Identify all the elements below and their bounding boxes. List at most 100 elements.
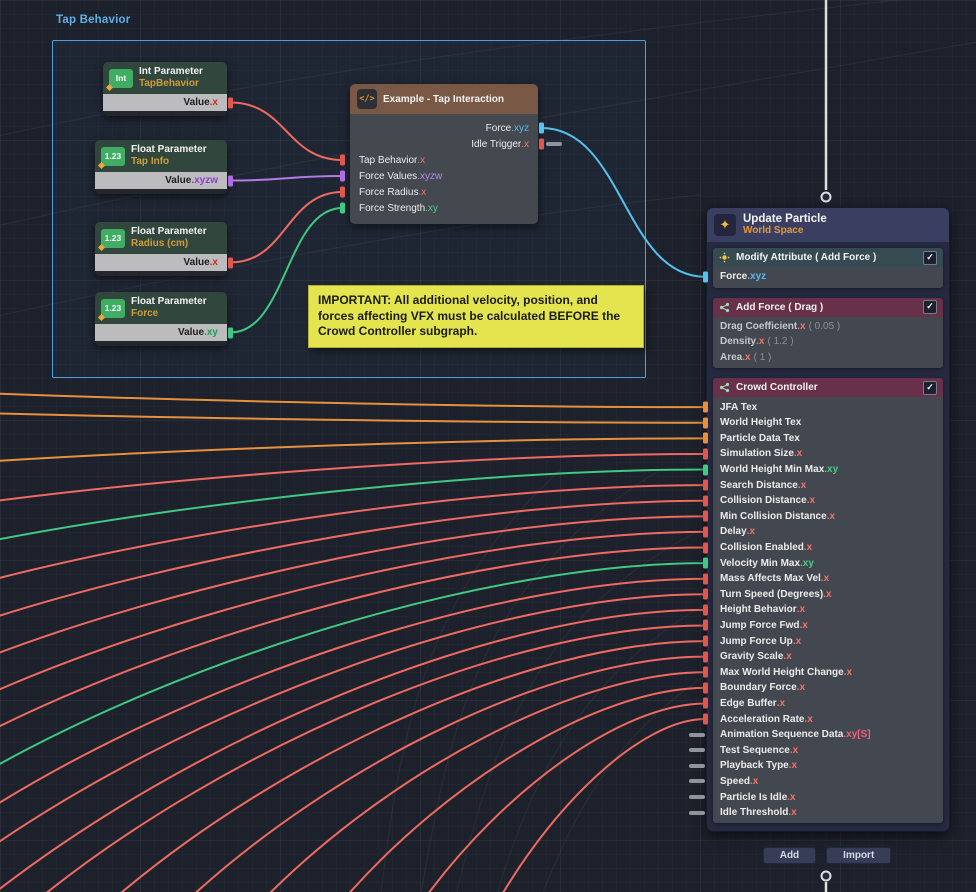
update-particle-context[interactable]: ✦ Update Particle World Space Modify Att… (689, 207, 950, 833)
output-port[interactable] (539, 122, 544, 134)
input-port[interactable] (703, 557, 708, 569)
input-row[interactable]: Force Values.xyzw (340, 168, 538, 184)
input-port[interactable] (703, 417, 708, 429)
input-port[interactable] (703, 432, 708, 444)
import-button[interactable]: Import (826, 847, 892, 864)
block-row[interactable]: Simulation Size.x (703, 446, 943, 462)
block-row[interactable]: Mass Affects Max Vel.x (703, 571, 943, 587)
connection-wire[interactable] (500, 718, 706, 892)
block-add-force-drag[interactable]: Add Force ( Drag )✓Drag Coefficient.x( 0… (713, 297, 943, 369)
block-modify-attribute-add-force[interactable]: Modify Attribute ( Add Force )✓ Force.xyz (703, 248, 943, 288)
sticky-note[interactable]: IMPORTANT: All additional velocity, posi… (308, 285, 644, 348)
param-header[interactable]: 1.23 Float Parameter Tap Info (95, 140, 227, 172)
block-header[interactable]: Modify Attribute ( Add Force )✓ (713, 248, 943, 267)
input-port[interactable] (703, 651, 708, 663)
input-port[interactable] (703, 666, 708, 678)
connection-wire[interactable] (0, 577, 706, 815)
block-row[interactable]: Particle Is Idle.x (689, 789, 943, 805)
param-node-tapbehavior[interactable]: Int Int Parameter TapBehavior Value.x (103, 62, 233, 116)
block-row[interactable]: Collision Distance.x (703, 493, 943, 509)
flow-anchor[interactable] (820, 870, 832, 882)
output-port[interactable] (228, 327, 233, 338)
block-row[interactable]: Jump Force Up.x (703, 633, 943, 649)
connection-wire[interactable] (425, 702, 706, 892)
output-port[interactable] (228, 97, 233, 108)
input-port[interactable] (703, 526, 708, 538)
block-row[interactable]: World Height Tex (703, 415, 943, 431)
input-port[interactable] (703, 479, 708, 491)
connection-wire[interactable] (0, 452, 706, 503)
output-row[interactable]: Idle Trigger.x (350, 136, 562, 152)
connection-wire[interactable] (0, 562, 706, 775)
connection-wire[interactable] (0, 546, 706, 736)
add-block-button[interactable]: Add (762, 847, 817, 864)
input-row[interactable]: Tap Behavior.x (340, 152, 538, 168)
example-node-header[interactable]: </> Example - Tap Interaction (350, 84, 538, 114)
param-node-radius[interactable]: 1.23 Float Parameter Radius (cm) Value.x (95, 222, 233, 276)
block-row[interactable]: Max World Height Change.x (703, 664, 943, 680)
input-port[interactable] (703, 542, 708, 554)
block-row[interactable]: Speed.x (689, 774, 943, 790)
input-port[interactable] (703, 604, 708, 616)
block-header[interactable]: Crowd Controller✓ (713, 378, 943, 398)
input-port[interactable] (703, 697, 708, 709)
param-header[interactable]: 1.23 Float Parameter Radius (cm) (95, 222, 227, 254)
connection-wire[interactable] (0, 530, 706, 698)
output-port[interactable] (228, 257, 233, 268)
block-enabled-checkbox[interactable]: ✓ (923, 300, 937, 315)
block-row[interactable]: Min Collision Distance.x (703, 509, 943, 525)
connection-wire[interactable] (0, 608, 706, 892)
block-row[interactable]: Edge Buffer.x (703, 696, 943, 712)
connection-wire[interactable] (0, 499, 706, 622)
connection-wire[interactable] (265, 671, 706, 892)
context-space-label[interactable]: World Space (743, 225, 804, 236)
connection-wire[interactable] (0, 484, 706, 583)
param-header[interactable]: 1.23 Float Parameter Force (95, 292, 227, 324)
block-row[interactable]: Test Sequence.x (689, 742, 943, 758)
block-row[interactable]: Velocity Min Max.xy (703, 555, 943, 571)
input-port[interactable] (703, 510, 708, 522)
input-port[interactable] (703, 495, 708, 507)
input-port[interactable] (703, 448, 708, 460)
connection-wire[interactable] (190, 655, 706, 892)
output-row[interactable]: Force.xyz (350, 120, 544, 136)
flow-anchor[interactable] (820, 191, 832, 203)
block-row[interactable]: Density.x( 1.2 ) (713, 334, 943, 350)
block-row[interactable]: Height Behavior.x (703, 602, 943, 618)
connection-wire[interactable] (0, 392, 706, 409)
connection-wire[interactable] (40, 624, 706, 892)
output-port[interactable] (228, 175, 233, 186)
input-port[interactable] (703, 271, 708, 283)
input-port[interactable] (703, 588, 708, 600)
block-row[interactable]: Search Distance.x (703, 477, 943, 493)
block-row[interactable]: Acceleration Rate.x (703, 711, 943, 727)
block-enabled-checkbox[interactable]: ✓ (923, 250, 937, 265)
block-row[interactable]: Collision Enabled.x (703, 540, 943, 556)
input-port[interactable] (703, 573, 708, 585)
block-row[interactable]: Boundary Force.x (703, 680, 943, 696)
output-port[interactable] (539, 138, 544, 150)
connection-wire[interactable] (0, 515, 706, 660)
block-enabled-checkbox[interactable]: ✓ (923, 380, 937, 395)
block-row[interactable]: World Height Min Max.xy (703, 462, 943, 478)
connection-wire[interactable] (345, 686, 706, 892)
param-header[interactable]: Int Int Parameter TapBehavior (103, 62, 227, 94)
input-port[interactable] (340, 154, 345, 166)
input-port[interactable] (340, 202, 345, 214)
input-row[interactable]: Force Strength.xy (340, 200, 538, 216)
block-row[interactable]: Gravity Scale.x (703, 649, 943, 665)
input-port[interactable] (703, 635, 708, 647)
block-row[interactable]: JFA Tex (703, 399, 943, 415)
block-row[interactable]: Jump Force Fwd.x (703, 618, 943, 634)
block-row[interactable]: Particle Data Tex (703, 431, 943, 447)
connection-wire[interactable] (115, 640, 706, 892)
input-port[interactable] (703, 619, 708, 631)
block-row[interactable]: Drag Coefficient.x( 0.05 ) (713, 319, 943, 335)
block-row[interactable]: Force.xyz (703, 269, 943, 285)
input-port[interactable] (703, 401, 708, 413)
param-node-force[interactable]: 1.23 Float Parameter Force Value.xy (95, 292, 233, 346)
block-row[interactable]: Animation Sequence Data.xy[S] (689, 727, 943, 743)
